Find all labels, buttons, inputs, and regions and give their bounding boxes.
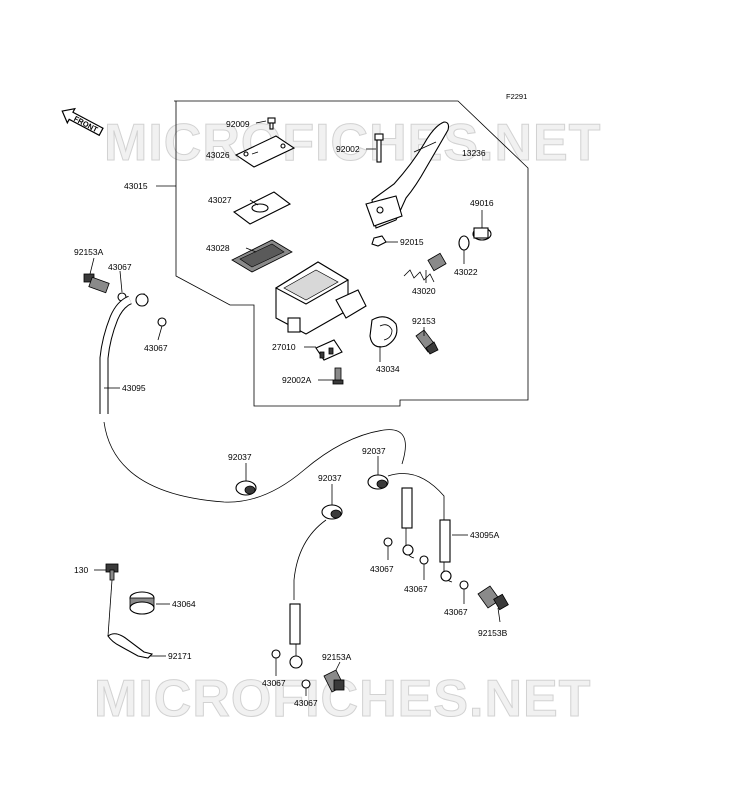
reservoir-cover-43026 <box>234 135 296 168</box>
bolt-130 <box>105 563 119 581</box>
grommet-92037-b <box>367 474 389 490</box>
brake-hose-43095 <box>99 293 149 414</box>
label-43015: 43015 <box>124 181 148 191</box>
label-43064: 43064 <box>172 599 196 609</box>
label-92153A-upper: 92153A <box>74 247 104 257</box>
label-43034: 43034 <box>376 364 400 374</box>
label-92153A-lower: 92153A <box>322 652 352 662</box>
washer-43067-d <box>419 555 429 565</box>
bolt-92002 <box>374 133 384 163</box>
leader-lines <box>89 120 501 696</box>
master-cylinder-body <box>274 261 367 335</box>
label-92037-b: 92037 <box>362 446 386 456</box>
washer-43067-f <box>271 649 281 659</box>
label-92037-c: 92037 <box>318 473 342 483</box>
ring-43022 <box>458 235 470 251</box>
label-92153: 92153 <box>412 316 436 326</box>
label-43095: 43095 <box>122 383 146 393</box>
label-43026: 43026 <box>206 150 230 160</box>
label-43020: 43020 <box>412 286 436 296</box>
nut-92015 <box>371 235 387 247</box>
brake-hose-lower <box>289 519 327 669</box>
label-92002A: 92002A <box>282 375 312 385</box>
label-43095A: 43095A <box>470 530 500 540</box>
washer-43067-c <box>383 537 393 547</box>
front-label: FRONT <box>72 114 99 134</box>
watermark-top: MICROFICHES.NET <box>104 114 601 172</box>
piston-assembly-43020 <box>403 252 447 283</box>
washer-43067-b <box>157 317 167 327</box>
brake-line-main <box>103 421 406 503</box>
clamp-92171 <box>107 633 154 659</box>
bolt-92153 <box>415 329 439 355</box>
label-92015: 92015 <box>400 237 424 247</box>
screw-92002A <box>332 367 344 385</box>
label-13236: 13236 <box>462 148 486 158</box>
brake-switch-27010 <box>315 339 343 361</box>
label-43067-c: 43067 <box>370 564 394 574</box>
screw-92009 <box>267 117 276 130</box>
label-27010: 27010 <box>272 342 296 352</box>
brake-hose-43095A <box>387 473 453 583</box>
clamp-43034 <box>369 316 398 348</box>
label-43067-e: 43067 <box>444 607 468 617</box>
label-43067-f: 43067 <box>262 678 286 688</box>
bolt-92153A-lower <box>323 669 345 693</box>
label-43027: 43027 <box>208 195 232 205</box>
assembly-outline <box>174 100 529 407</box>
grommet-92037-a <box>235 480 257 496</box>
label-92037-a: 92037 <box>228 452 252 462</box>
bolt-92153B <box>477 585 509 611</box>
washer-43067-g <box>301 679 311 689</box>
label-43067-a: 43067 <box>108 262 132 272</box>
label-43067-b: 43067 <box>144 343 168 353</box>
label-43028: 43028 <box>206 243 230 253</box>
watermark-bottom: MICROFICHES.NET <box>94 670 591 728</box>
label-49016: 49016 <box>470 198 494 208</box>
front-arrow-icon: FRONT <box>61 107 104 137</box>
boot-49016 <box>472 227 492 241</box>
grommet-92037-c <box>321 504 343 520</box>
label-92009: 92009 <box>226 119 250 129</box>
label-92002: 92002 <box>336 144 360 154</box>
label-130: 130 <box>74 565 88 575</box>
cap-43064 <box>129 591 155 615</box>
label-43067-d: 43067 <box>404 584 428 594</box>
label-92171: 92171 <box>168 651 192 661</box>
bolt-92153A-upper <box>83 273 110 294</box>
label-43022: 43022 <box>454 267 478 277</box>
label-92153B: 92153B <box>478 628 508 638</box>
figure-code: F2291 <box>506 92 527 101</box>
washer-43067-e <box>459 580 469 590</box>
label-43067-g: 43067 <box>294 698 318 708</box>
brake-lever-13236 <box>365 121 450 229</box>
